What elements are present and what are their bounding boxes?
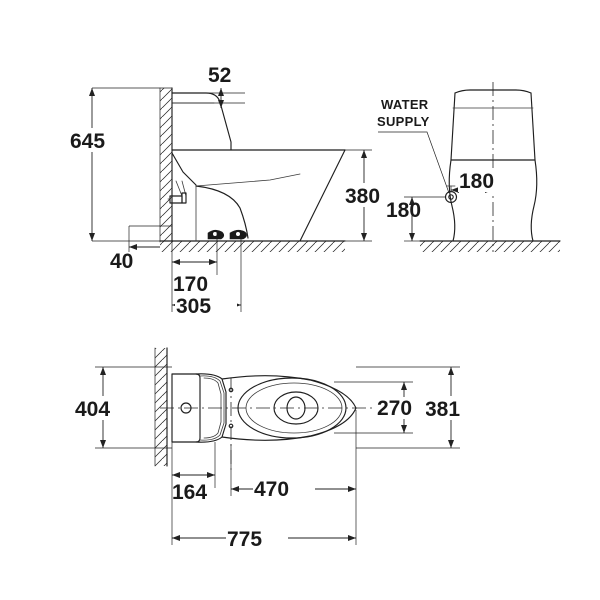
side-supply-valve [167,180,187,204]
dim-270-label: 270 [377,397,412,420]
side-wall [159,87,173,243]
dim-outlet-from-wall: 305 [171,236,242,318]
floor-bolt-caps [207,229,247,240]
dim-40-label: 40 [110,250,133,273]
toilet-side-profile [167,92,346,242]
dim-404-label: 404 [75,398,110,421]
dim-bowl-length: 470 [230,410,357,501]
dim-645-label: 645 [70,130,105,153]
dim-775-label: 775 [227,528,262,551]
dim-wall-offset: 40 [110,225,172,273]
dim-164-label: 164 [172,481,207,504]
dim-381-label: 381 [425,398,460,421]
side-floor [159,240,346,252]
dim-bolt-from-wall: 170 [171,233,218,296]
dim-tank-depth: 164 [171,442,216,504]
side-elevation-view: 645 52 380 40 [69,64,392,318]
water-supply-line1: WATER [381,97,429,112]
dim-bowl-width: 270 [334,381,426,434]
plan-view: 404 381 270 164 [74,347,472,551]
dim-305-label: 305 [176,295,211,318]
water-supply-line2: SUPPLY [377,114,430,129]
dim-overall-length: 775 [171,488,357,551]
front-floor [419,240,561,252]
dim-supply-from-center: 180 [451,170,508,193]
dim-tank-width: 404 [74,366,172,449]
dim-180-vertical-label: 180 [386,199,421,222]
dim-52-label: 52 [208,64,231,87]
dim-180-horizontal-label: 180 [459,170,494,193]
dim-470-label: 470 [254,478,289,501]
dim-total-height: 645 [69,87,172,242]
dim-overall-width: 381 [356,366,472,449]
dim-lid-thickness: 52 [172,64,245,108]
dim-supply-from-floor: 180 [386,196,445,242]
water-supply-leader [378,131,450,194]
plan-wall [154,347,168,467]
dim-seat-height: 380 [344,149,392,242]
front-elevation-view: WATER SUPPLY 180 180 [377,82,561,252]
dim-380-label: 380 [345,185,380,208]
dim-170-label: 170 [173,273,208,296]
water-supply-callout: WATER SUPPLY [377,97,450,194]
